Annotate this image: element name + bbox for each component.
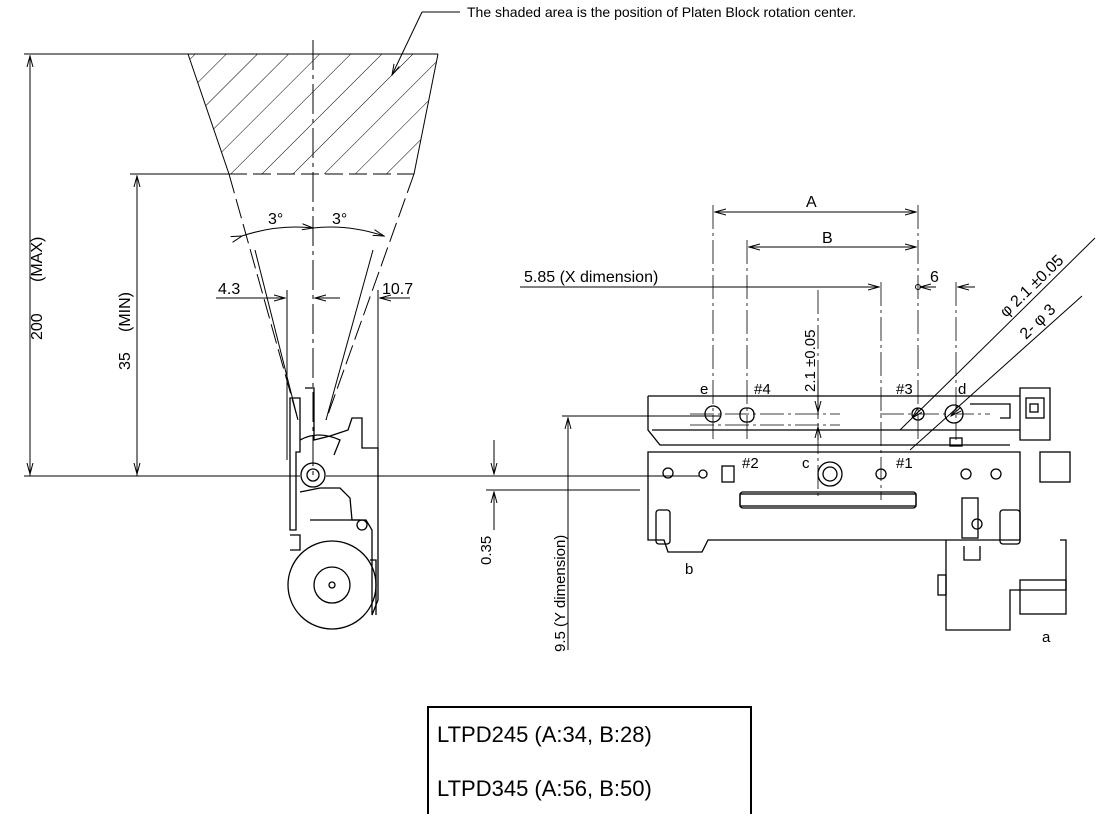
dim-6-label: 6: [930, 269, 939, 286]
label-c: c: [802, 455, 810, 472]
side-view: [287, 387, 379, 630]
dim-10-7: 10.7: [382, 281, 413, 298]
dim-y-label: 9.5 (Y dimension): [552, 535, 569, 652]
dim-35-min: (MIN): [117, 292, 134, 332]
dim-A-label: A: [806, 194, 817, 211]
label-h3: #3: [896, 381, 913, 398]
diameter-leaders: [899, 237, 1096, 451]
dim-200-label: 200: [29, 313, 46, 340]
dim-4-3-10-7: [216, 290, 410, 460]
front-view: [647, 387, 1071, 631]
angle-arcs: [242, 227, 384, 236]
label-b: b: [685, 561, 693, 578]
dim-4-3: 4.3: [218, 281, 240, 298]
dim-0-35: [486, 440, 640, 530]
label-d: d: [958, 381, 966, 398]
dim-phi-2-1: φ 2.1 ±0.05: [997, 252, 1067, 321]
dim-x-label: 5.85 (X dimension): [524, 269, 658, 286]
model-row-2: LTPD345 (A:56, B:50): [437, 776, 652, 801]
extension-lines: [690, 205, 990, 500]
dim-2-1-label: 2.1 ±0.05: [802, 330, 819, 392]
label-e: e: [700, 381, 708, 398]
dim-200: [24, 53, 188, 476]
dim-35: [130, 173, 229, 476]
angle-left: 3°: [268, 211, 283, 228]
angle-right: 3°: [332, 211, 347, 228]
note-text: The shaded area is the position of Plate…: [467, 4, 856, 20]
label-h2: #2: [742, 455, 759, 472]
label-a: a: [1042, 629, 1051, 646]
dim-200-max: (MAX): [29, 237, 46, 282]
model-table: LTPD245 (A:34, B:28) LTPD345 (A:56, B:50…: [427, 706, 752, 814]
dim-0-35-label: 0.35: [478, 536, 495, 565]
dim-x-6: [520, 285, 975, 290]
label-h1: #1: [896, 455, 913, 472]
model-row-1: LTPD245 (A:34, B:28): [437, 722, 652, 747]
dim-35-label: 35: [117, 352, 134, 370]
label-h4: #4: [754, 381, 771, 398]
dim-B-label: B: [822, 230, 833, 247]
dim-y: [562, 415, 720, 650]
